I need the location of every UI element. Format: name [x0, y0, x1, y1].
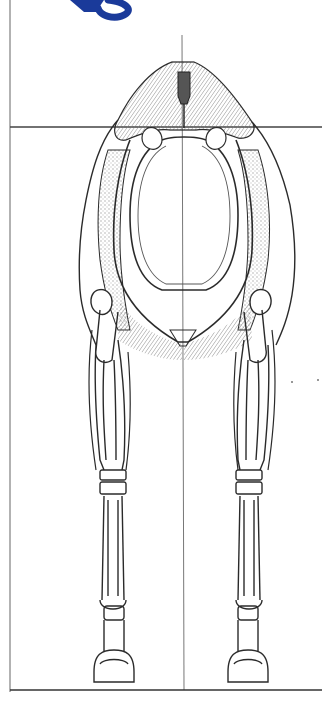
left-first-rib-joint	[142, 128, 162, 150]
vertical-center-guide-line	[182, 35, 184, 690]
cropped-title-lettering	[70, 0, 128, 17]
right-first-rib-joint	[206, 128, 226, 150]
left-foreleg	[91, 290, 134, 682]
ribcage-inner	[130, 137, 238, 290]
spine-process	[178, 72, 190, 104]
